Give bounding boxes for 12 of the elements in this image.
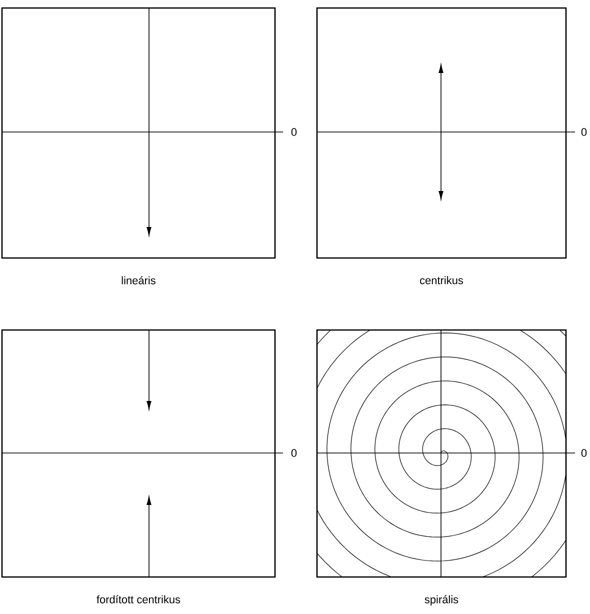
axis-label: 0 [581, 449, 587, 457]
axis-label: 0 [291, 128, 297, 136]
node-label: fordított centrikus [96, 595, 180, 604]
node-label: spirális [424, 595, 458, 606]
axis-label: 0 [581, 128, 587, 136]
node-label: centrikus [420, 276, 464, 284]
panel-box: spirális [316, 329, 567, 606]
panel-box: lineáris [1, 7, 276, 284]
axis-label: 0 [291, 449, 297, 457]
panel-box: fordított centrikus [1, 329, 276, 604]
panel-box: centrikus [316, 7, 567, 284]
node-label: lineáris [122, 276, 156, 284]
